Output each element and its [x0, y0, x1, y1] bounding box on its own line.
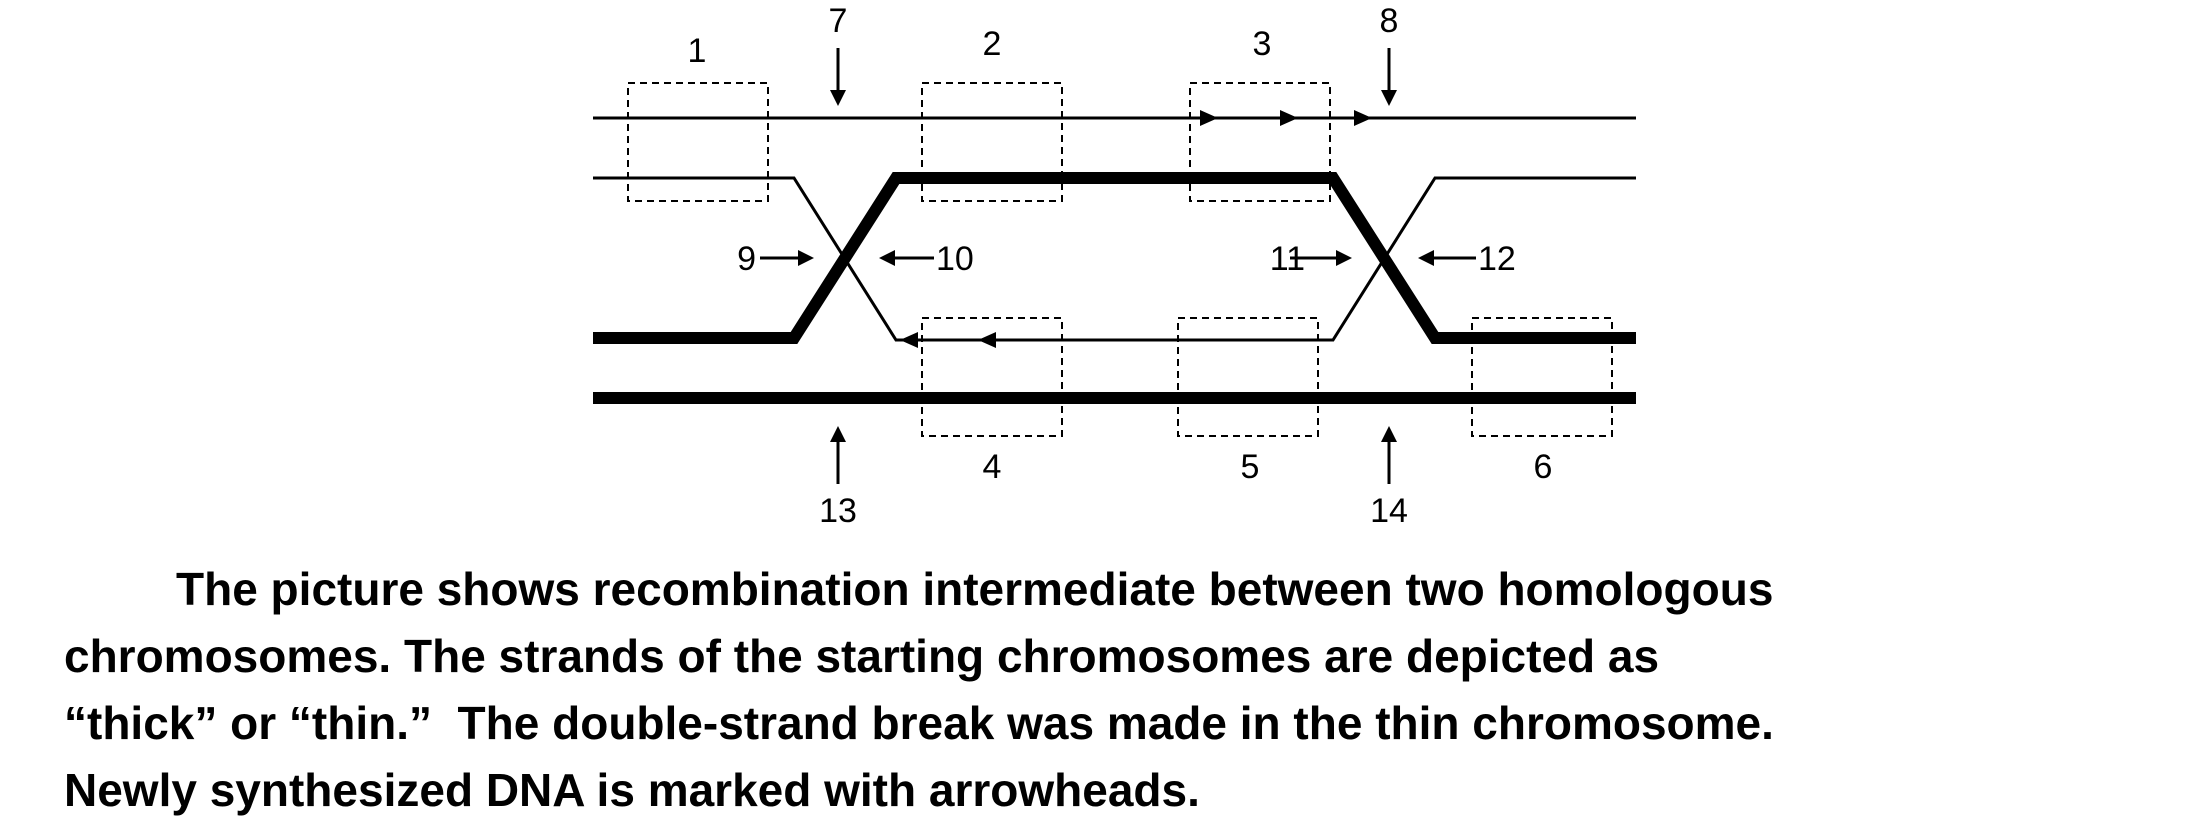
arrow-10 — [879, 250, 934, 266]
caption-line-2: chromosomes. The strands of the starting… — [64, 630, 1660, 682]
box-6 — [1471, 317, 1613, 437]
recombination-diagram: 1 2 3 4 5 6 7 8 9 10 11 12 13 14 — [593, 2, 1636, 530]
label-box-5: 5 — [1241, 448, 1260, 486]
label-box-3: 3 — [1253, 25, 1272, 63]
box-4 — [921, 317, 1063, 437]
box-3 — [1189, 82, 1331, 202]
arrowhead-right-1 — [1200, 110, 1218, 126]
label-box-1: 1 — [688, 32, 707, 70]
diagram-labels: 1 2 3 4 5 6 7 8 9 10 11 12 13 14 — [688, 2, 1553, 530]
label-arrow-13: 13 — [819, 492, 857, 530]
arrowhead-right-2 — [1280, 110, 1298, 126]
caption-line-1: The picture shows recombination intermed… — [176, 563, 1774, 615]
label-arrow-10: 10 — [936, 240, 974, 278]
arrowhead-left-1 — [900, 332, 918, 348]
thick-strand-crossing — [593, 172, 1636, 344]
label-box-4: 4 — [983, 448, 1002, 486]
box-1 — [627, 82, 769, 202]
label-arrow-12: 12 — [1478, 240, 1516, 278]
dashed-boxes — [627, 82, 1613, 437]
arrow-9 — [760, 250, 814, 266]
arrowhead-left-2 — [978, 332, 996, 348]
arrow-11 — [1290, 250, 1352, 266]
dna-strands — [593, 116, 1636, 404]
box-2 — [921, 82, 1063, 202]
label-arrow-8: 8 — [1380, 2, 1399, 40]
pointer-arrows — [760, 48, 1476, 484]
label-arrow-9: 9 — [737, 240, 756, 278]
arrowhead-right-3 — [1354, 110, 1372, 126]
arrow-8 — [1381, 48, 1397, 106]
label-box-6: 6 — [1534, 448, 1553, 486]
label-arrow-11: 11 — [1270, 240, 1305, 278]
arrow-13 — [830, 426, 846, 484]
new-dna-arrowheads — [900, 110, 1372, 348]
caption: The picture shows recombination intermed… — [64, 556, 2184, 824]
thin-strand-left-crossing — [593, 176, 1066, 342]
arrow-14 — [1381, 426, 1397, 484]
label-arrow-7: 7 — [829, 2, 848, 40]
label-box-2: 2 — [983, 25, 1002, 63]
label-arrow-14: 14 — [1370, 492, 1408, 530]
caption-line-3: “thick” or “thin.” The double-strand bre… — [64, 697, 1774, 749]
arrow-7 — [830, 48, 846, 106]
arrow-12 — [1418, 250, 1476, 266]
box-5 — [1177, 317, 1319, 437]
caption-line-4: Newly synthesized DNA is marked with arr… — [64, 764, 1200, 816]
